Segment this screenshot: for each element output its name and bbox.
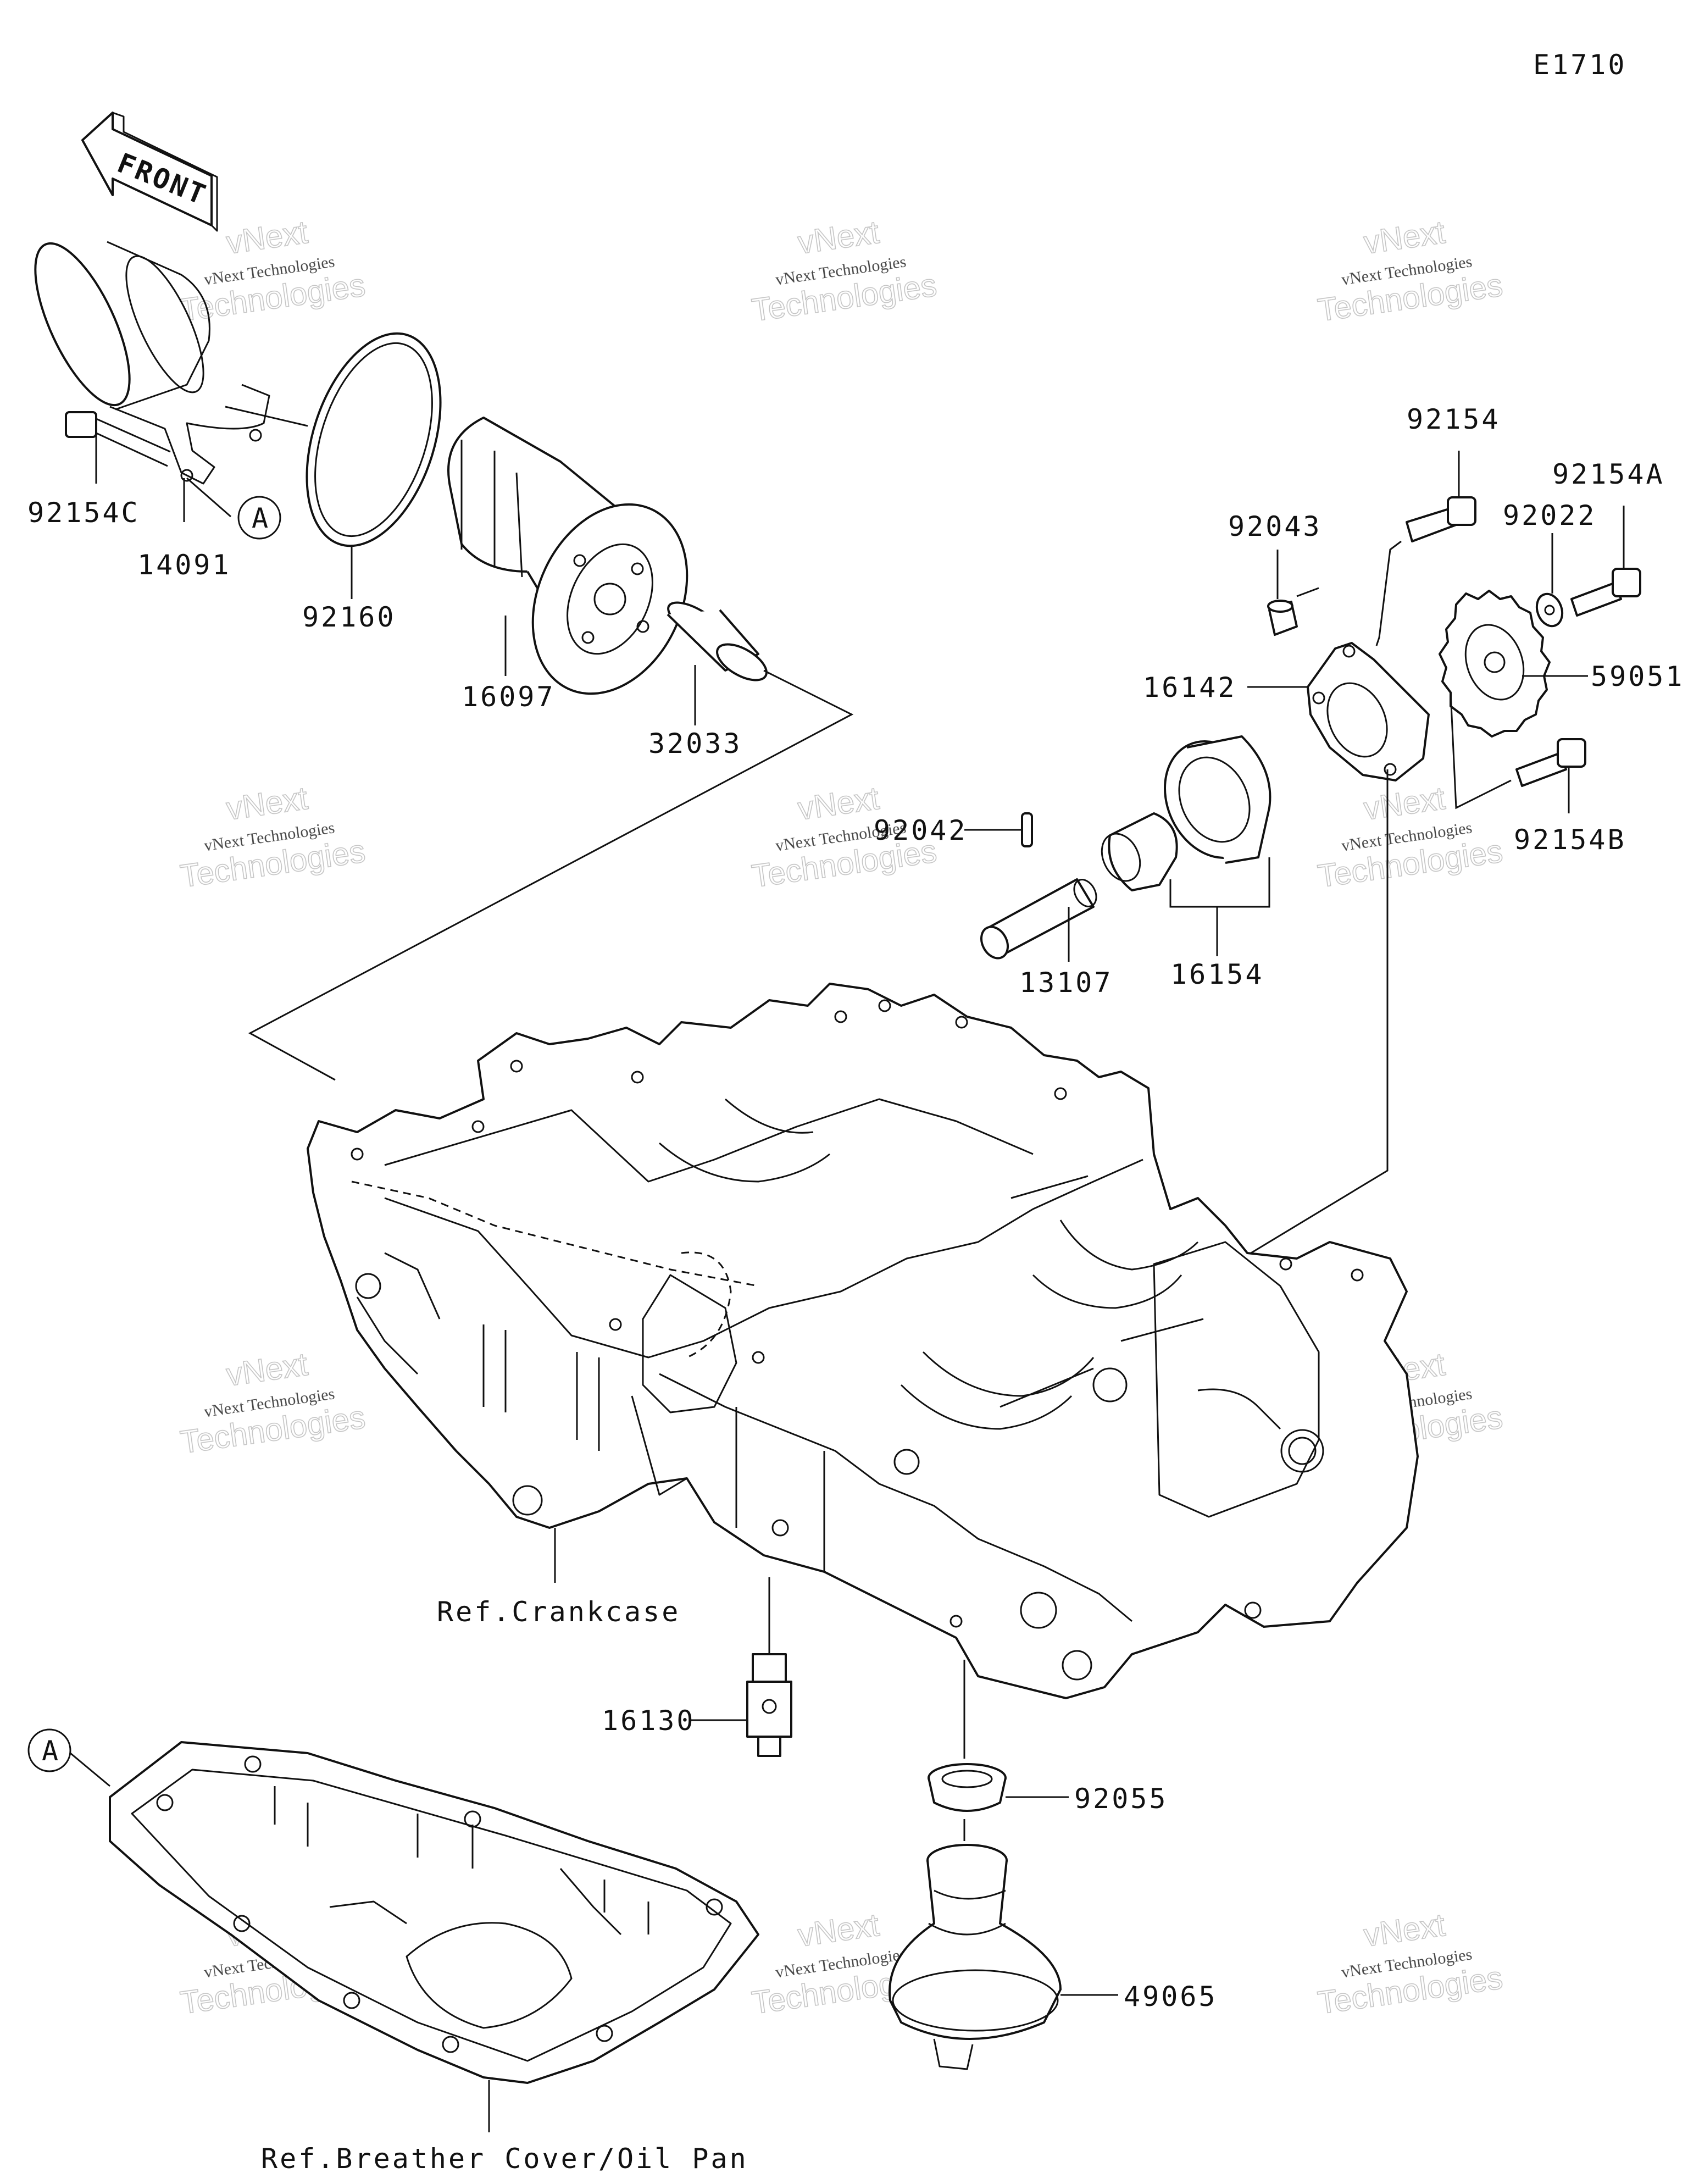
ref-marker-a-bottom (27, 1728, 71, 1772)
part-92154c-bolt[interactable] (65, 411, 171, 467)
part-16154-rotor-set[interactable] (1095, 725, 1282, 891)
part-14091-filter-guard[interactable] (16, 231, 270, 485)
svg-text:vNext: vNext (796, 1907, 881, 1954)
label-59051[interactable]: 59051 (1591, 661, 1685, 692)
svg-text:vNext: vNext (796, 214, 881, 261)
svg-text:vNext: vNext (1362, 1907, 1447, 1954)
svg-text:vNext: vNext (1362, 780, 1447, 827)
part-92043-dowel-pin[interactable] (1267, 600, 1298, 636)
label-92160[interactable]: 92160 (302, 601, 396, 633)
label-16154[interactable]: 16154 (1170, 958, 1264, 990)
part-92055-o-ring[interactable] (928, 1763, 1007, 1812)
label-92055[interactable]: 92055 (1074, 1783, 1168, 1815)
ref-oil-pan-label: Ref.Breather Cover/Oil Pan (261, 2143, 748, 2175)
oil-pan-outline (109, 1741, 759, 2084)
ref-crankcase-label: Ref.Crankcase (437, 1596, 680, 1628)
crankcase-outline (307, 983, 1419, 1699)
svg-text:vNext: vNext (1362, 214, 1447, 261)
part-92042-pin[interactable] (1021, 812, 1033, 847)
svg-text:vNext: vNext (224, 1346, 310, 1393)
label-16097[interactable]: 16097 (462, 681, 556, 713)
part-49065-oil-strainer[interactable] (889, 1844, 1062, 2070)
svg-text:vNext: vNext (224, 780, 310, 827)
label-92154a[interactable]: 92154A (1552, 458, 1665, 490)
svg-text:vNext: vNext (796, 780, 881, 827)
part-16130-relief-valve[interactable] (746, 1653, 792, 1757)
part-13107-pump-shaft[interactable] (976, 876, 1101, 963)
part-92154b-bolt[interactable] (1515, 738, 1586, 787)
part-92160-o-ring[interactable] (282, 317, 465, 563)
part-92154a-bolt[interactable] (1570, 568, 1641, 617)
ref-marker-a-top-label: A (252, 502, 270, 534)
part-32033-pipe[interactable] (663, 595, 772, 687)
label-92042[interactable]: 92042 (874, 814, 968, 846)
ref-marker-a-bottom-label: A (42, 1735, 60, 1767)
label-92154[interactable]: 92154 (1407, 403, 1501, 435)
label-16142[interactable]: 16142 (1143, 672, 1237, 703)
label-92043[interactable]: 92043 (1228, 511, 1322, 542)
part-92154-bolt[interactable] (1406, 496, 1476, 542)
diagram-code: E1710 (1533, 49, 1627, 81)
label-92154b[interactable]: 92154B (1514, 824, 1626, 856)
ref-marker-a-top (237, 496, 281, 540)
part-16142-pump-cover[interactable] (1307, 642, 1430, 781)
label-92154c[interactable]: 92154C (27, 497, 140, 529)
front-arrow-icon: FRONT (81, 112, 218, 232)
part-16097-oil-filter[interactable] (447, 417, 717, 719)
label-32033[interactable]: 32033 (648, 728, 742, 760)
svg-text:vNext: vNext (224, 214, 310, 261)
label-13107[interactable]: 13107 (1019, 967, 1113, 999)
label-49065[interactable]: 49065 (1124, 1981, 1218, 2013)
part-92022-washer[interactable] (1532, 590, 1567, 629)
label-16130[interactable]: 16130 (602, 1705, 696, 1737)
label-14091[interactable]: 14091 (137, 549, 231, 581)
part-59051-gear[interactable] (1439, 590, 1551, 738)
label-92022[interactable]: 92022 (1503, 500, 1597, 531)
